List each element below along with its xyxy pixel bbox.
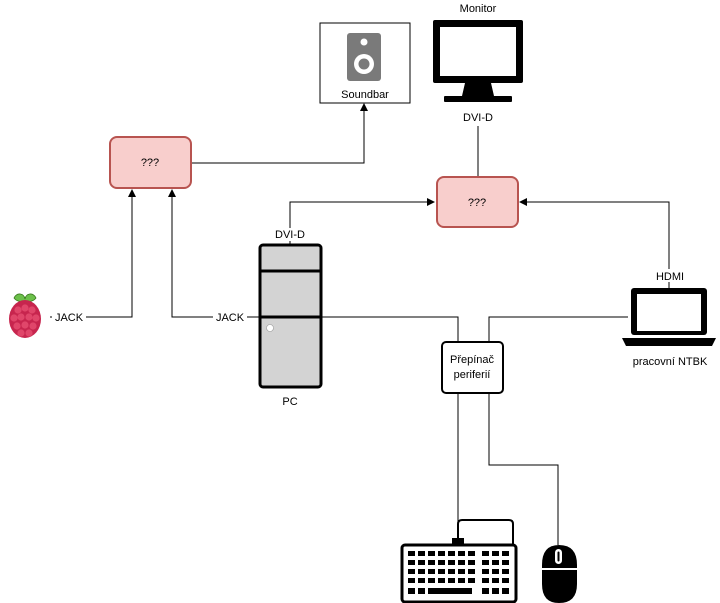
raspberry-pi-node[interactable]: JACK (9, 293, 86, 338)
unknown-video-device[interactable]: ??? (436, 176, 519, 228)
pc-dvi-label: DVI-D (275, 229, 305, 241)
keyboard-node[interactable] (400, 519, 518, 603)
pc-jack-label: JACK (216, 312, 245, 324)
monitor-input-label: DVI-D (463, 112, 493, 124)
pc-tower-icon (258, 243, 323, 389)
laptop-node[interactable]: HDMI pracovní NTBK (622, 269, 716, 368)
edge-raspberry-jack (50, 189, 136, 318)
pc-label: PC (282, 396, 297, 408)
mouse-node[interactable] (542, 545, 577, 603)
soundbar-label: Soundbar (341, 89, 389, 101)
laptop-icon (622, 288, 716, 346)
edge-laptop-hdmi (519, 198, 670, 288)
edge-laptop-to-switch (488, 316, 628, 342)
monitor-icon (433, 20, 523, 102)
edge-switch-to-mouse (488, 393, 559, 545)
pc-node[interactable]: DVI-D JACK PC (213, 228, 323, 408)
edge-pc-dvi (289, 198, 435, 245)
monitor-label: Monitor (460, 3, 497, 15)
raspberry-pi-icon (9, 293, 41, 338)
monitor-node[interactable]: Monitor DVI-D (433, 3, 523, 124)
switch-label-line2: periferií (454, 369, 491, 381)
laptop-hdmi-label: HDMI (656, 271, 684, 283)
speaker-icon (347, 33, 381, 81)
peripheral-switch-node[interactable]: Přepínač periferií (441, 341, 504, 394)
unknown-video-label: ??? (468, 197, 486, 209)
raspberry-jack-label: JACK (55, 312, 84, 324)
soundbar-node[interactable]: Soundbar (319, 22, 411, 104)
keyboard-icon (400, 519, 518, 603)
edge-pc-jack (168, 189, 260, 318)
unknown-audio-label: ??? (141, 157, 159, 169)
switch-label-line1: Přepínač (450, 354, 495, 366)
edge-pc-to-switch (321, 316, 459, 342)
laptop-label: pracovní NTBK (633, 356, 708, 368)
edge-audio-to-soundbar (191, 103, 368, 164)
mouse-icon (542, 545, 577, 603)
unknown-audio-device[interactable]: ??? (109, 136, 192, 189)
